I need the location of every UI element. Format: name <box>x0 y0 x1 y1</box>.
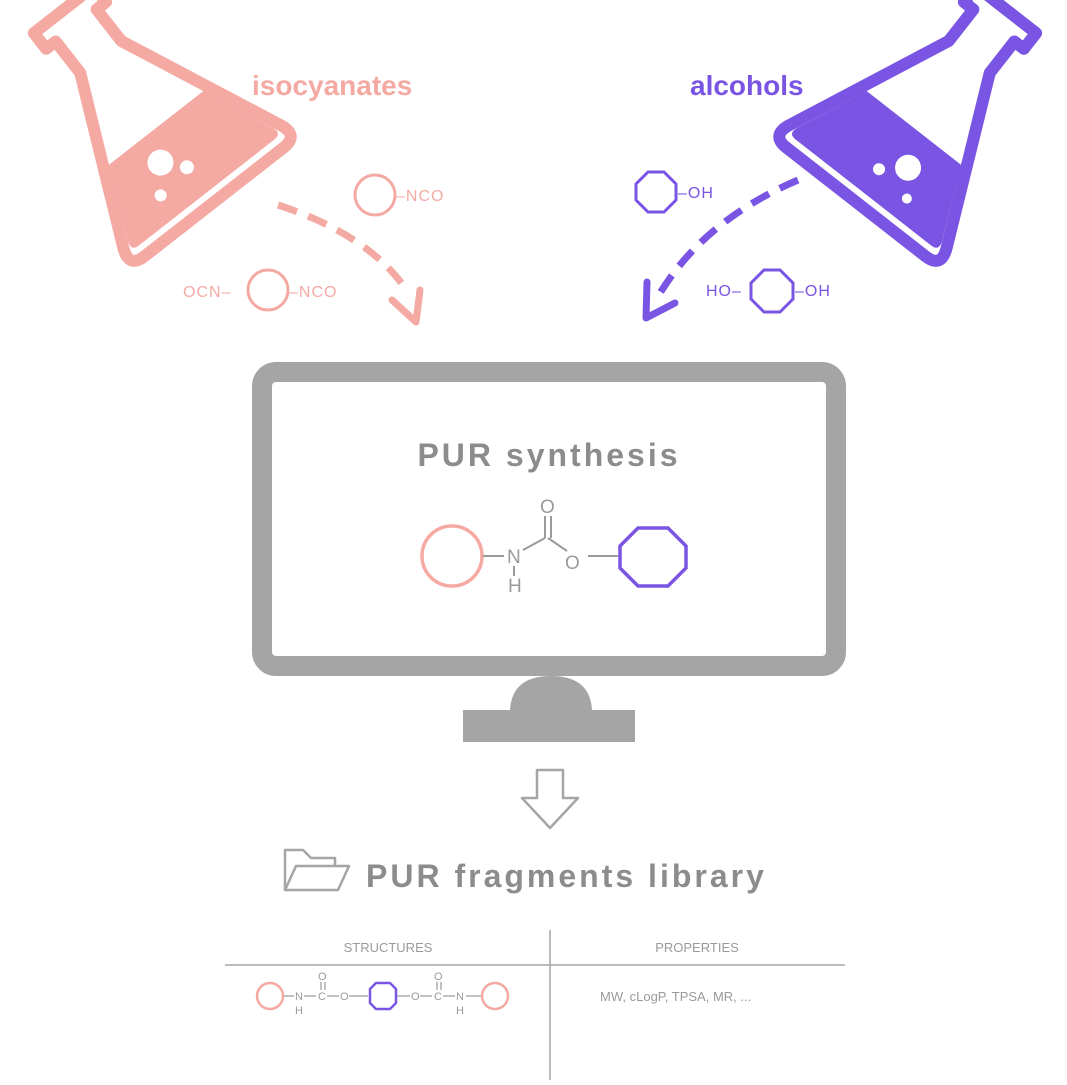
nitrogen-label: N <box>507 547 521 568</box>
fragment-h-1: H <box>295 1005 303 1017</box>
alcohol-flask-icon <box>773 0 1043 267</box>
ocn-label: OCN– <box>183 284 231 301</box>
di-isocyanate-structure: OCN– –NCO <box>183 268 337 312</box>
di-alcohol-structure: HO– –OH <box>706 268 831 314</box>
folder-icon <box>283 848 351 892</box>
properties-column-header: PROPERTIES <box>655 940 739 955</box>
fragment-o-2: O <box>411 991 420 1003</box>
oh-label-2: –OH <box>795 283 831 300</box>
ho-label: HO– <box>706 283 742 300</box>
isocyanate-flask-icon <box>27 0 297 267</box>
isocyanates-label: isocyanates <box>252 70 412 101</box>
alcohol-arrow-icon <box>642 176 800 322</box>
fragment-c-1: C <box>318 991 326 1003</box>
down-arrow-icon <box>520 768 580 830</box>
library-title: PUR fragments library <box>366 858 767 894</box>
isocyanate-arrow-icon <box>276 201 424 326</box>
mono-alcohol-structure: –OH <box>634 170 714 214</box>
ester-oxygen-label: O <box>565 553 580 574</box>
hydrogen-label: H <box>508 576 522 597</box>
fragment-c-2: C <box>434 991 442 1003</box>
fragment-h-2: H <box>456 1005 464 1017</box>
fragment-o-top-1: O <box>318 971 327 983</box>
structures-column-header: STRUCTURES <box>344 940 433 955</box>
fragment-o-top-2: O <box>434 971 443 983</box>
carbonyl-oxygen-label: O <box>540 497 555 518</box>
monitor-icon <box>252 362 846 742</box>
mono-isocyanate-structure: –NCO <box>353 173 444 217</box>
nco-label: –NCO <box>396 188 444 205</box>
fragment-structure: N H C O O O C O N H <box>255 971 510 1017</box>
oh-label: –OH <box>678 185 714 202</box>
fragment-o-1: O <box>340 991 349 1003</box>
fragment-n-2: N <box>456 991 464 1003</box>
monitor-title: PUR synthesis <box>417 437 680 473</box>
carbamate-structure: N H O O <box>420 497 688 597</box>
nco-label-2: –NCO <box>289 284 337 301</box>
alcohols-label: alcohols <box>690 70 804 101</box>
properties-list: MW, cLogP, TPSA, MR, ... <box>600 989 751 1004</box>
fragment-n-1: N <box>295 991 303 1003</box>
